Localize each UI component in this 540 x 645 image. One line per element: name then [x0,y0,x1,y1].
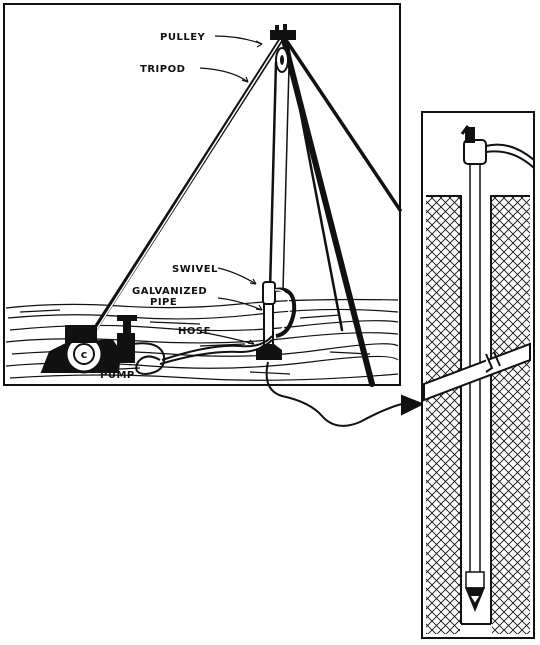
label-pipe: PIPE [150,297,177,308]
hose [159,335,273,365]
drill-bit [464,571,486,612]
tripod [67,35,402,387]
pump: c [40,315,166,376]
label-galvanized: GALVANIZED [132,286,207,297]
label-tripod: TRIPOD [140,64,185,75]
surface-scene-panel: c PULLEY TRIPOD SWIVEL GALV [3,3,402,387]
section-break [423,342,531,402]
detail-connector [265,361,425,427]
labels [199,35,263,345]
detail-swivel [460,125,535,169]
pulley-rope [268,61,290,291]
svg-text:c: c [81,348,88,361]
label-pump: PUMP [100,370,135,381]
well-cross-section-panel [421,111,535,639]
label-hose: HOSE [178,326,211,337]
label-swivel: SWIVEL [172,264,218,275]
pulley [270,24,296,73]
bore-hole [460,196,492,625]
label-pulley: PULLEY [160,32,206,43]
